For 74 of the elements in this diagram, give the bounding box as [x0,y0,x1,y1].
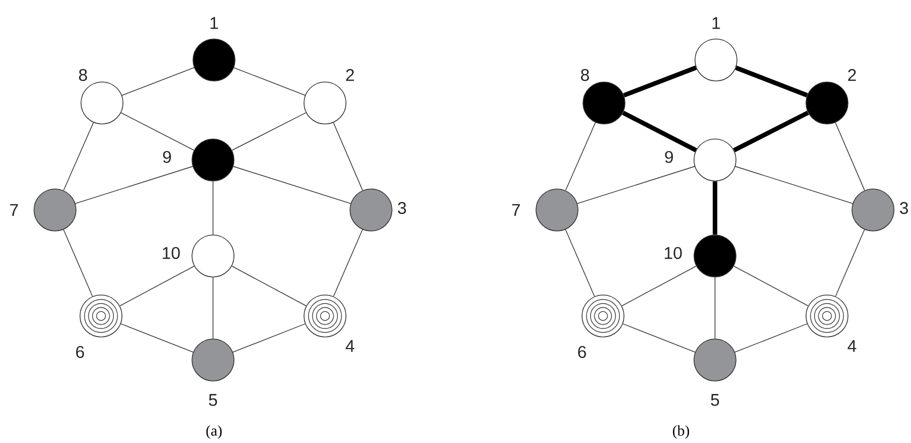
node-number: 1 [210,17,218,29]
edge-line [231,266,307,306]
edge-line [120,323,194,353]
node-number: 3 [398,202,406,214]
circle-node [694,234,736,278]
edge-line [119,266,195,306]
node-number: 9 [163,150,171,163]
circle-node [806,82,848,124]
node-number: 4 [346,340,354,352]
edge-line [75,166,193,204]
node-number: 8 [79,68,87,82]
circle-node [536,188,578,232]
edge-line [835,122,865,191]
circle-node [350,188,392,232]
circle-node [192,338,234,382]
edge-line [232,323,306,353]
edge-line [734,323,808,353]
edge-line [714,276,716,339]
panel-caption: (a) [206,425,222,439]
edge-line [835,229,865,297]
node-number: 7 [10,204,18,216]
edge-line [233,166,351,204]
circle-node [80,294,122,338]
edge-line [63,229,93,297]
thick-edge [712,181,718,235]
node-number: 2 [848,69,856,81]
circle-node [34,188,76,232]
node-number: 10 [162,246,180,259]
node-number: 2 [346,69,354,81]
thick-edge [735,66,808,98]
circle-node [192,234,234,278]
circle-node [304,82,346,124]
edge-line [122,67,194,96]
node-number: 10 [664,246,682,259]
edge-line [232,112,306,151]
circle-node [80,82,124,124]
edge-line [212,180,214,235]
edge-line [234,67,306,96]
circle-node [806,294,848,338]
circle-node [192,138,234,182]
edge-line [733,266,809,306]
node-number: 8 [581,68,589,82]
circle-node [694,338,736,382]
edge-line [621,266,697,306]
circle-node [694,38,738,82]
edge-line [735,166,853,204]
circle-node [304,294,346,338]
circle-node [694,138,736,182]
thick-edge [733,110,809,152]
edge-line [63,122,94,191]
edge-line [333,122,363,191]
node-number: 3 [900,202,908,214]
node-number: 6 [76,346,84,358]
node-number: 7 [512,204,520,216]
circle-node [852,188,894,232]
node-number: 9 [665,150,673,163]
panel-caption: (b) [672,425,690,439]
node-number: 4 [848,340,856,352]
edge-line [565,229,595,297]
circle-node [582,82,626,124]
edge-line [577,166,695,204]
node-number: 1 [712,17,720,29]
circle-node [582,294,624,338]
edge-line [565,122,596,191]
edge-line [333,229,363,297]
node-number: 6 [578,346,586,358]
circle-node [192,38,236,82]
node-number: 5 [710,394,719,406]
node-number: 5 [208,394,218,406]
edge-line [120,112,194,151]
edge-line [212,276,214,339]
thick-edge [622,110,697,152]
edge-line [622,323,696,353]
thick-edge [623,66,697,98]
